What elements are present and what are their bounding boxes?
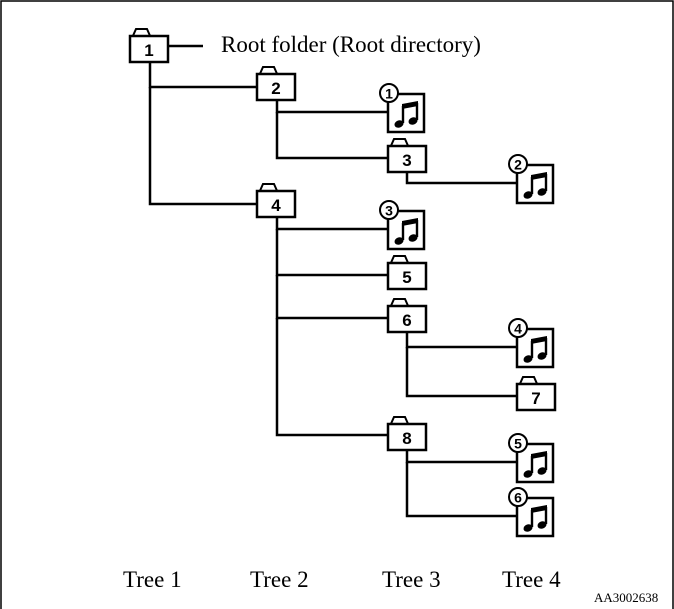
- connector-1-4: [148, 87, 257, 206]
- file-number: 2: [514, 157, 522, 173]
- root-folder-label: Root folder (Root directory): [221, 32, 481, 57]
- file-number-badge: 2: [508, 154, 528, 174]
- music-file-icon: 1: [379, 83, 426, 134]
- folder-number: 8: [402, 429, 411, 448]
- music-note-icon: [523, 172, 548, 199]
- tree-2-label: Tree 2: [250, 567, 309, 592]
- connector-4-6: [275, 275, 388, 320]
- connector-1-2: [148, 62, 257, 89]
- folder-icon: 5: [386, 255, 428, 291]
- music-file-icon: 6: [508, 487, 555, 538]
- connector-8-file6: [405, 462, 517, 518]
- file-number-badge: 6: [508, 487, 528, 507]
- connector-4-8: [275, 318, 388, 437]
- music-file-icon: 2: [508, 154, 555, 205]
- connector-2-file1: [275, 100, 388, 114]
- file-number: 6: [514, 490, 522, 506]
- folder-number: 2: [271, 79, 280, 98]
- music-note-icon: [523, 336, 548, 363]
- folder-icon: 2: [255, 66, 297, 102]
- connector-6-7: [405, 347, 517, 398]
- file-number: 1: [385, 86, 393, 102]
- music-files: 1 2 3 4 5 6: [379, 83, 555, 538]
- file-number: 3: [385, 203, 393, 219]
- tree-connectors: [148, 44, 517, 518]
- folder-icon: 8: [386, 416, 428, 452]
- music-note-icon: [394, 218, 419, 245]
- music-file-icon: 3: [379, 200, 426, 251]
- music-note-icon: [394, 101, 419, 128]
- folder-number: 6: [402, 311, 411, 330]
- connector-2-3: [275, 112, 388, 160]
- folder-icon: 3: [386, 138, 428, 174]
- connector-3-file2: [405, 172, 517, 185]
- folder-icon: 4: [255, 183, 297, 219]
- folder-icon: 7: [515, 376, 557, 412]
- music-file-icon: 4: [508, 318, 555, 369]
- file-number: 5: [514, 436, 522, 452]
- folder-number: 7: [531, 389, 540, 408]
- file-number-badge: 4: [508, 318, 528, 338]
- music-note-icon: [523, 451, 548, 478]
- folder-number: 4: [271, 196, 281, 215]
- tree-1-label: Tree 1: [123, 567, 182, 592]
- file-number-badge: 3: [379, 200, 399, 220]
- connector-4-5: [275, 229, 388, 277]
- tree-3-label: Tree 3: [382, 567, 441, 592]
- file-number-badge: 5: [508, 433, 528, 453]
- folder-number: 3: [402, 151, 411, 170]
- music-file-icon: 5: [508, 433, 555, 484]
- music-note-icon: [523, 505, 548, 532]
- file-number: 4: [514, 321, 522, 337]
- folder-icon: 1: [128, 28, 170, 64]
- folder-number: 1: [144, 41, 153, 60]
- folder-icon: 6: [386, 298, 428, 334]
- folders: 1 2 3 4 5 6 7 8: [128, 28, 557, 452]
- folder-number: 5: [402, 268, 411, 287]
- file-number-badge: 1: [379, 83, 399, 103]
- connector-6-file4: [405, 332, 517, 349]
- figure-code: AA3002638: [594, 590, 659, 605]
- connector-4-file3: [275, 217, 388, 231]
- tree-4-label: Tree 4: [502, 567, 561, 592]
